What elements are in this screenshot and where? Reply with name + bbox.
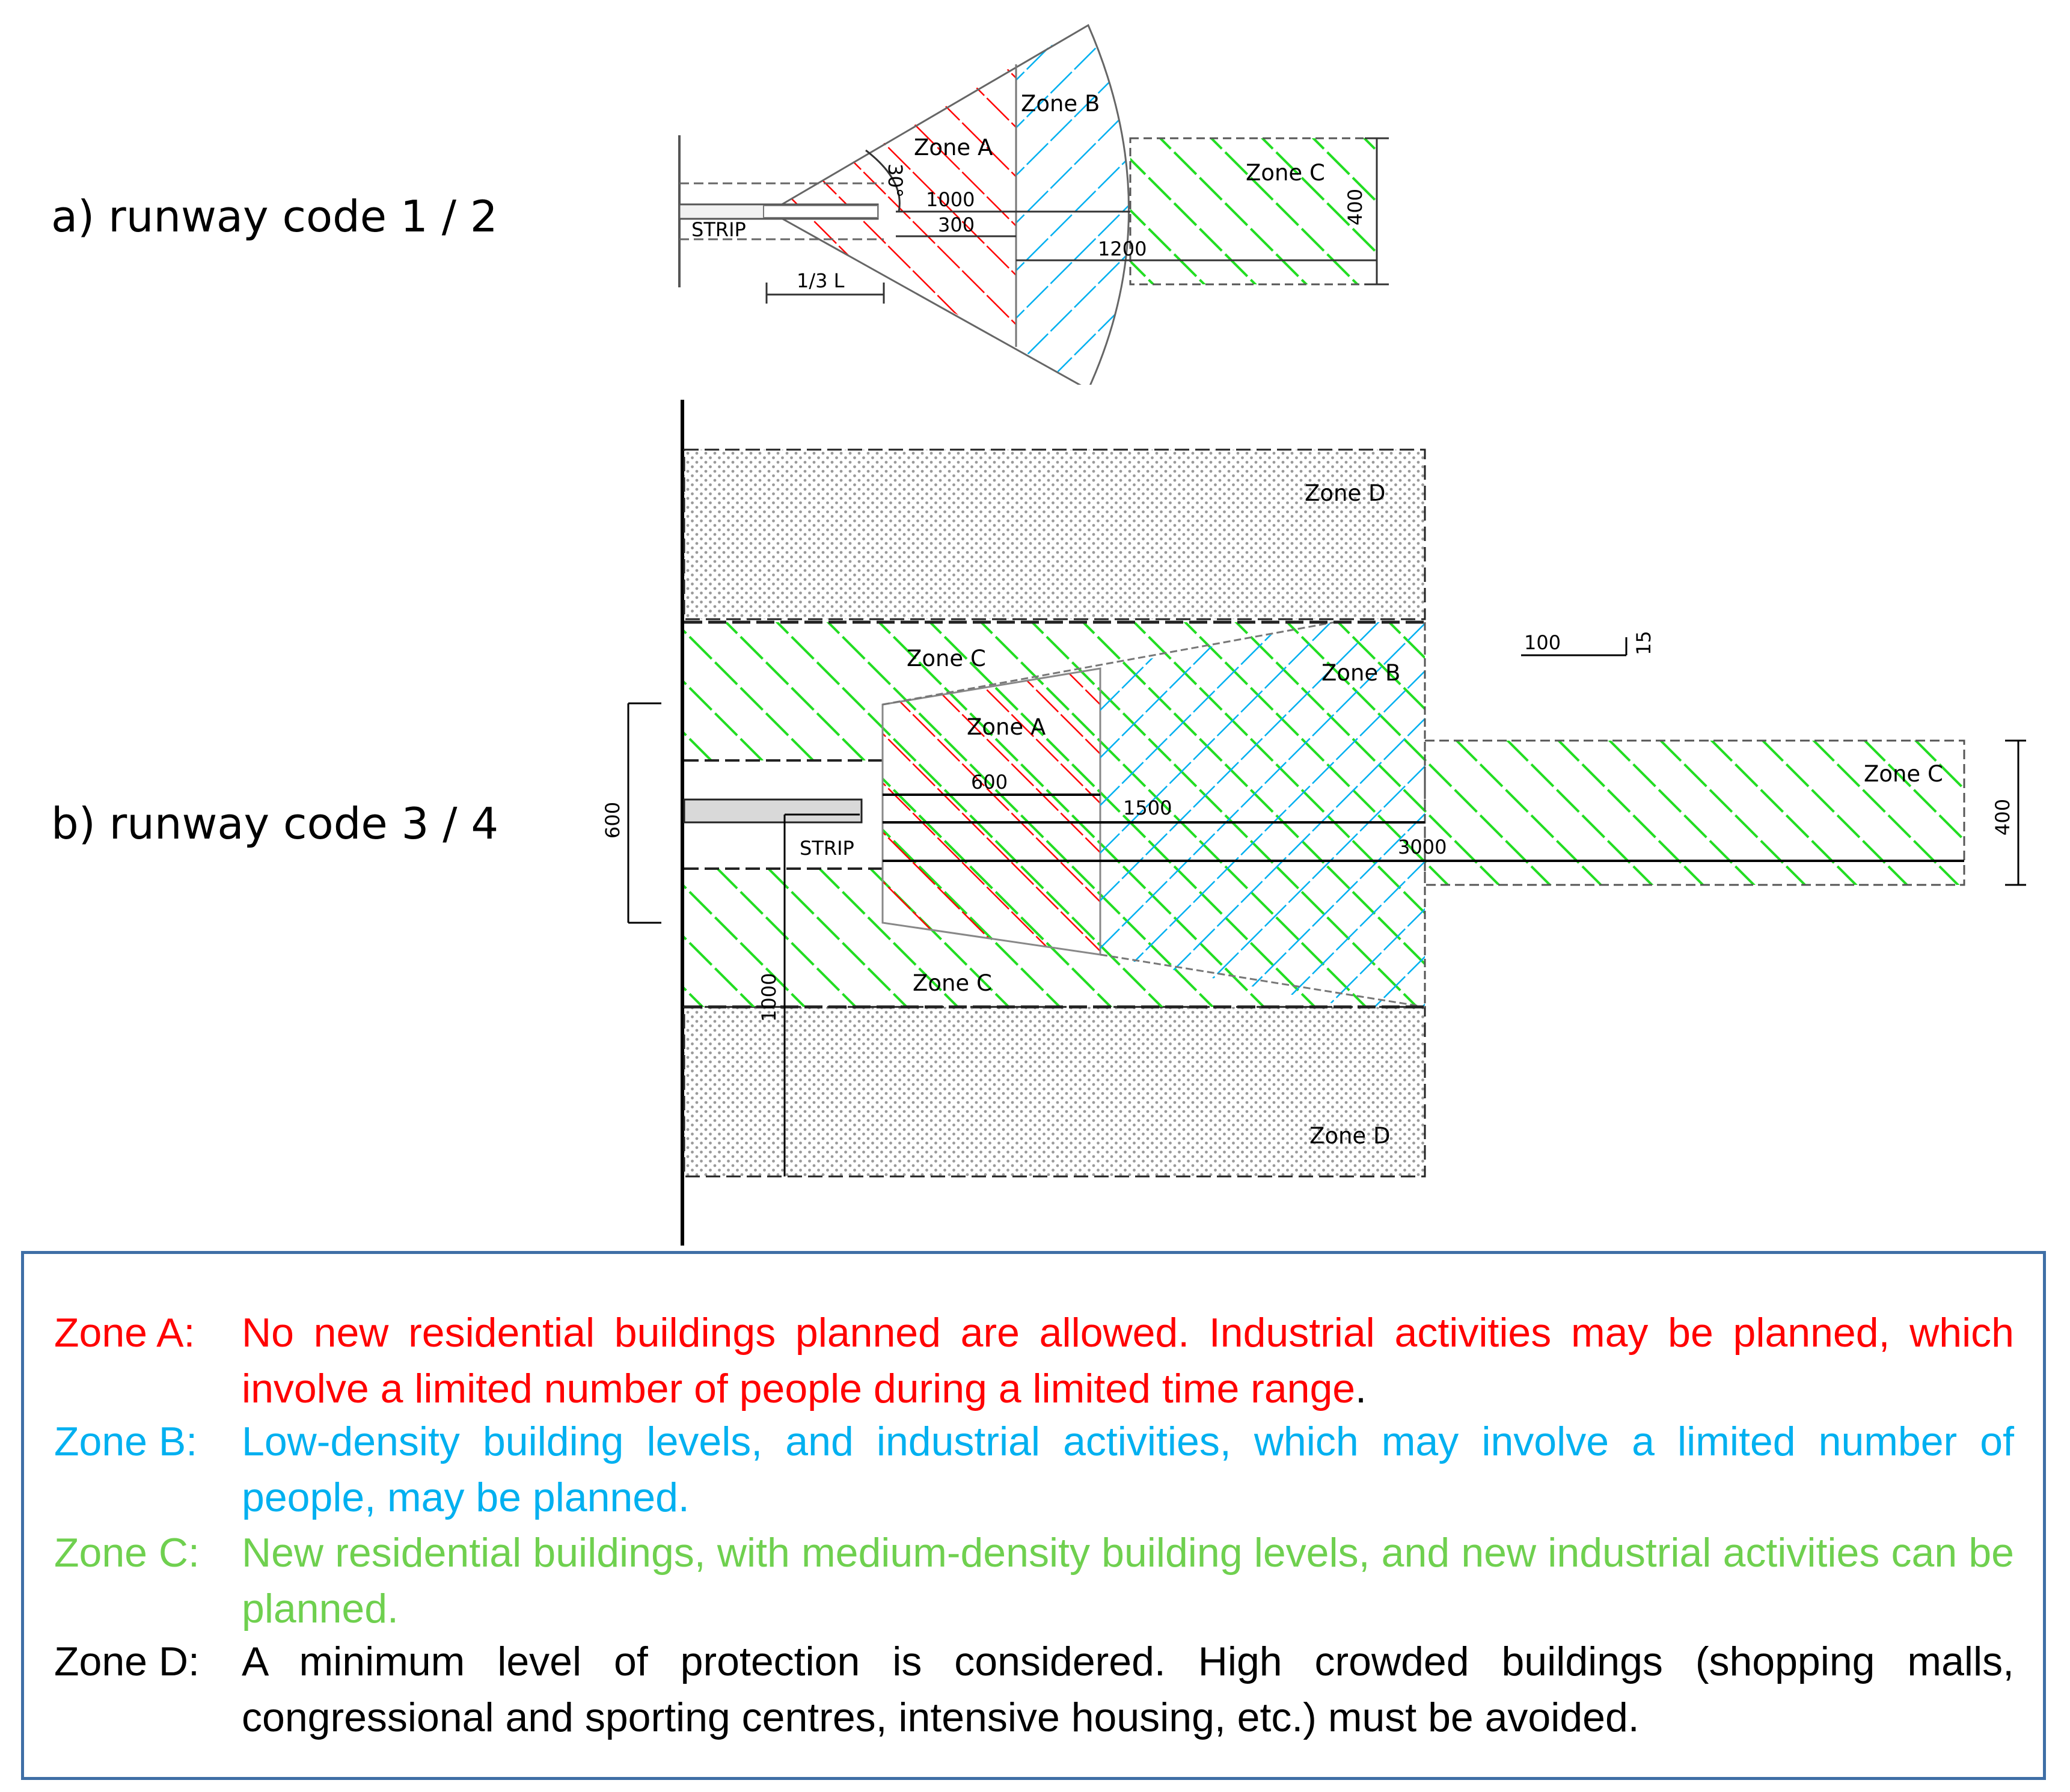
panel-b-runway: [683, 798, 863, 824]
legend-box: Zone A: No new residential buildings pla…: [21, 1251, 2046, 1780]
panel-b-zone-c-top-label: Zone C: [907, 646, 986, 671]
legend-desc-zone-b: Low-density building levels, and industr…: [242, 1419, 2014, 1520]
panel-b-scale-15: 15: [1632, 631, 1655, 655]
panel-b-zone-b-outline: [882, 621, 1335, 706]
panel-b-zone-d-top-area: [683, 448, 1426, 620]
panel-a-angle-label: 30°: [884, 164, 907, 198]
panel-a-dim-1000: 1000: [926, 188, 975, 211]
panel-b-zone-b-label: Zone B: [1321, 660, 1400, 686]
panel-a: a) runway code 1 / 2 Zone A Zone B Zone …: [51, 23, 1389, 391]
panel-b-zone-b-area: [1100, 622, 1425, 1007]
panel-b-dim-600-left: 600: [601, 802, 624, 839]
legend-suffix-zone-a: .: [1355, 1366, 1367, 1411]
panel-b-zone-d-top-label: Zone D: [1305, 480, 1385, 506]
legend-key-zone-d: Zone D:: [54, 1639, 200, 1684]
panel-a-outline: [767, 23, 1130, 391]
legend-key-zone-b: Zone B:: [54, 1419, 198, 1464]
panel-a-zone-a-label: Zone A: [914, 135, 993, 161]
panel-b: b) runway code 3 / 4 Zone D Zone C Zone …: [51, 385, 2044, 1250]
panel-b-zone-d-bottom-area: [683, 1006, 1426, 1178]
panel-b-zone-a-label: Zone A: [967, 714, 1046, 740]
panel-b-zone-a-area: [881, 667, 1101, 956]
panel-b-dim-3000: 3000: [1398, 836, 1447, 858]
panel-b-zone-d-bottom-label: Zone D: [1309, 1123, 1390, 1149]
panel-a-dim-400: 400: [1344, 189, 1367, 225]
panel-a-dim-300: 300: [938, 213, 975, 236]
legend-desc-zone-c: New residential buildings, with medium-d…: [242, 1530, 2014, 1631]
panel-b-zone-b-outline-bottom: [1100, 953, 1425, 1008]
panel-b-dim-400: 400: [1991, 799, 2014, 836]
panel-b-label: b) runway code 3 / 4: [51, 798, 498, 849]
panel-b-dim-1500: 1500: [1123, 797, 1172, 819]
panel-a-dim-1200: 1200: [1098, 237, 1147, 260]
legend-key-zone-a: Zone A:: [54, 1310, 195, 1356]
panel-a-zone-a-area: [770, 64, 1016, 347]
panel-b-zone-c-bottom-label: Zone C: [913, 970, 992, 996]
panel-a-label: a) runway code 1 / 2: [51, 191, 498, 242]
panel-b-dim-1000: 1000: [758, 973, 780, 1022]
panel-b-dim-600: 600: [971, 771, 1008, 794]
legend-desc-zone-d: A minimum level of protection is conside…: [242, 1639, 2014, 1740]
panel-b-zone-c-right-label: Zone C: [1864, 761, 1943, 787]
panel-a-dim-third-l: 1/3 L: [797, 269, 845, 292]
panel-a-strip-line: [763, 205, 878, 218]
panel-b-scale-100: 100: [1524, 631, 1561, 654]
panel-a-strip-label: STRIP: [691, 218, 746, 241]
legend-desc-zone-a: No new residential buildings planned are…: [242, 1305, 2014, 1417]
legend-text-zone-a: No new residential buildings planned are…: [242, 1310, 2014, 1411]
panel-a-zone-c-label: Zone C: [1246, 160, 1325, 186]
panel-a-angle-arc: [865, 149, 901, 212]
panel-a-zone-b-label: Zone B: [1021, 91, 1100, 117]
legend-key-zone-c: Zone C:: [54, 1530, 200, 1576]
panel-a-zone-b-area: [1016, 25, 1129, 390]
panel-b-strip-label: STRIP: [800, 837, 854, 860]
